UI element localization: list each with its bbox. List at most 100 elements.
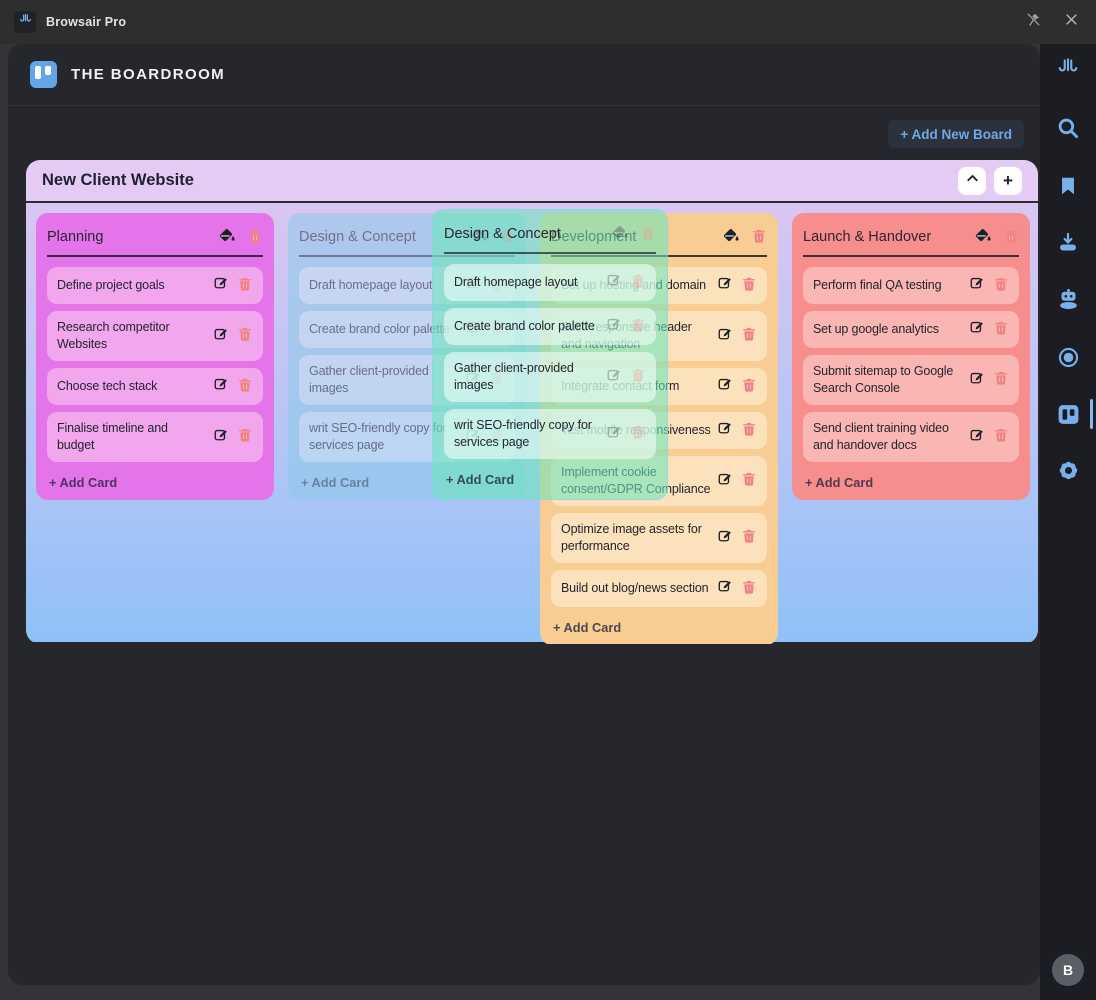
card[interactable]: Research competitor Websites (47, 310, 263, 361)
column-color-button[interactable] (217, 226, 236, 248)
edit-icon (717, 528, 734, 548)
delete-card-button[interactable] (489, 427, 505, 446)
add-card-button[interactable]: + Add Card (551, 614, 623, 637)
card[interactable]: Integrate contact form (551, 367, 767, 405)
delete-card-button[interactable] (993, 320, 1009, 339)
delete-card-button[interactable] (741, 377, 757, 396)
card[interactable]: Perform final QA testing (803, 266, 1019, 304)
card[interactable]: Set up hosting and domain (551, 266, 767, 304)
sidebar-robot-icon[interactable] (1051, 282, 1085, 316)
pin-window-icon[interactable] (1022, 11, 1044, 33)
add-column-button[interactable]: + (994, 166, 1022, 195)
edit-card-button[interactable] (717, 471, 734, 491)
edit-card-button[interactable] (465, 319, 482, 339)
close-window-icon[interactable] (1060, 11, 1082, 33)
edit-card-button[interactable] (969, 370, 986, 390)
delete-column-button[interactable] (1003, 228, 1019, 247)
edit-card-button[interactable] (969, 427, 986, 447)
delete-card-button[interactable] (237, 377, 253, 396)
delete-card-button[interactable] (741, 326, 757, 345)
add-card-button[interactable]: + Add Card (47, 469, 119, 492)
edit-card-button[interactable] (717, 326, 734, 346)
column-title: Development (551, 229, 637, 245)
add-new-board-button[interactable]: + Add New Board (888, 120, 1024, 148)
card[interactable]: Define project goals (47, 266, 263, 304)
delete-card-button[interactable] (741, 528, 757, 547)
sidebar-settings-gear-icon[interactable] (1051, 453, 1085, 487)
delete-card-button[interactable] (741, 579, 757, 598)
card-text: Implement cookie consent/GDPR Compliance (561, 465, 711, 496)
card[interactable]: Finalise timeline and budget (47, 411, 263, 462)
delete-card-button[interactable] (993, 276, 1009, 295)
edit-card-button[interactable] (465, 275, 482, 295)
sidebar-search-icon[interactable] (1051, 111, 1085, 145)
card[interactable]: Set up google analytics (803, 310, 1019, 348)
edit-card-button[interactable] (717, 578, 734, 598)
card[interactable]: Implement cookie consent/GDPR Compliance (551, 455, 767, 506)
edit-card-button[interactable] (717, 420, 734, 440)
card[interactable]: Build responsive header and navigation (551, 310, 767, 361)
add-card-button[interactable]: + Add Card (803, 469, 875, 492)
collapse-board-button[interactable] (958, 166, 986, 195)
edit-card-button[interactable] (213, 275, 230, 295)
card[interactable]: Submit sitemap to Google Search Console (803, 354, 1019, 405)
delete-column-button[interactable] (751, 228, 767, 247)
edit-icon (717, 420, 734, 440)
sidebar-bookmark-icon[interactable] (1051, 169, 1085, 203)
card[interactable]: Send client training video and handover … (803, 411, 1019, 462)
delete-card-button[interactable] (489, 320, 505, 339)
delete-card-button[interactable] (741, 471, 757, 490)
delete-card-button[interactable] (993, 370, 1009, 389)
boardroom-title: THE BOARDROOM (71, 66, 226, 83)
sidebar-download-icon[interactable] (1051, 226, 1085, 260)
card[interactable]: Build out blog/news section (551, 569, 767, 607)
card[interactable]: Gather client-provided images (299, 354, 515, 405)
avatar[interactable]: B (1052, 954, 1084, 986)
sidebar-record-icon[interactable] (1051, 340, 1085, 374)
delete-card-button[interactable] (237, 326, 253, 345)
delete-card-button[interactable] (237, 427, 253, 446)
edit-card-button[interactable] (717, 528, 734, 548)
column-divider (47, 255, 263, 257)
edit-card-button[interactable] (213, 427, 230, 447)
delete-card-button[interactable] (741, 276, 757, 295)
delete-card-button[interactable] (489, 370, 505, 389)
edit-card-button[interactable] (969, 275, 986, 295)
card[interactable]: Test mobile responsiveness (551, 411, 767, 449)
card[interactable]: Draft homepage layout (299, 266, 515, 304)
card[interactable]: Optimize image assets for performance (551, 512, 767, 563)
trash-icon (489, 370, 505, 389)
add-card-button[interactable]: + Add Card (299, 469, 371, 492)
card-text: Research competitor Websites (57, 320, 170, 351)
edit-card-button[interactable] (717, 275, 734, 295)
sidebar-browsair-logo-icon[interactable] (1051, 51, 1085, 85)
delete-card-button[interactable] (489, 276, 505, 295)
trash-icon (741, 528, 757, 547)
sidebar-kanban-board-icon[interactable] (1051, 397, 1085, 431)
card[interactable]: Choose tech stack (47, 367, 263, 405)
delete-column-button[interactable] (499, 228, 515, 247)
column-color-button[interactable] (469, 226, 488, 248)
card[interactable]: Create brand color palette (299, 310, 515, 348)
edit-card-button[interactable] (213, 376, 230, 396)
edit-card-button[interactable] (465, 370, 482, 390)
edit-card-button[interactable] (465, 427, 482, 447)
edit-card-button[interactable] (717, 376, 734, 396)
column-color-button[interactable] (721, 226, 740, 248)
delete-column-button[interactable] (247, 228, 263, 247)
card[interactable]: writ SEO-friendly copy for services page (299, 411, 515, 462)
edit-card-button[interactable] (213, 326, 230, 346)
card-text: Set up hosting and domain (561, 277, 706, 292)
delete-card-button[interactable] (237, 276, 253, 295)
paint-bucket-icon (469, 226, 488, 248)
delete-card-button[interactable] (993, 427, 1009, 446)
column-color-button[interactable] (973, 226, 992, 248)
delete-card-button[interactable] (741, 421, 757, 440)
edit-card-button[interactable] (969, 319, 986, 339)
